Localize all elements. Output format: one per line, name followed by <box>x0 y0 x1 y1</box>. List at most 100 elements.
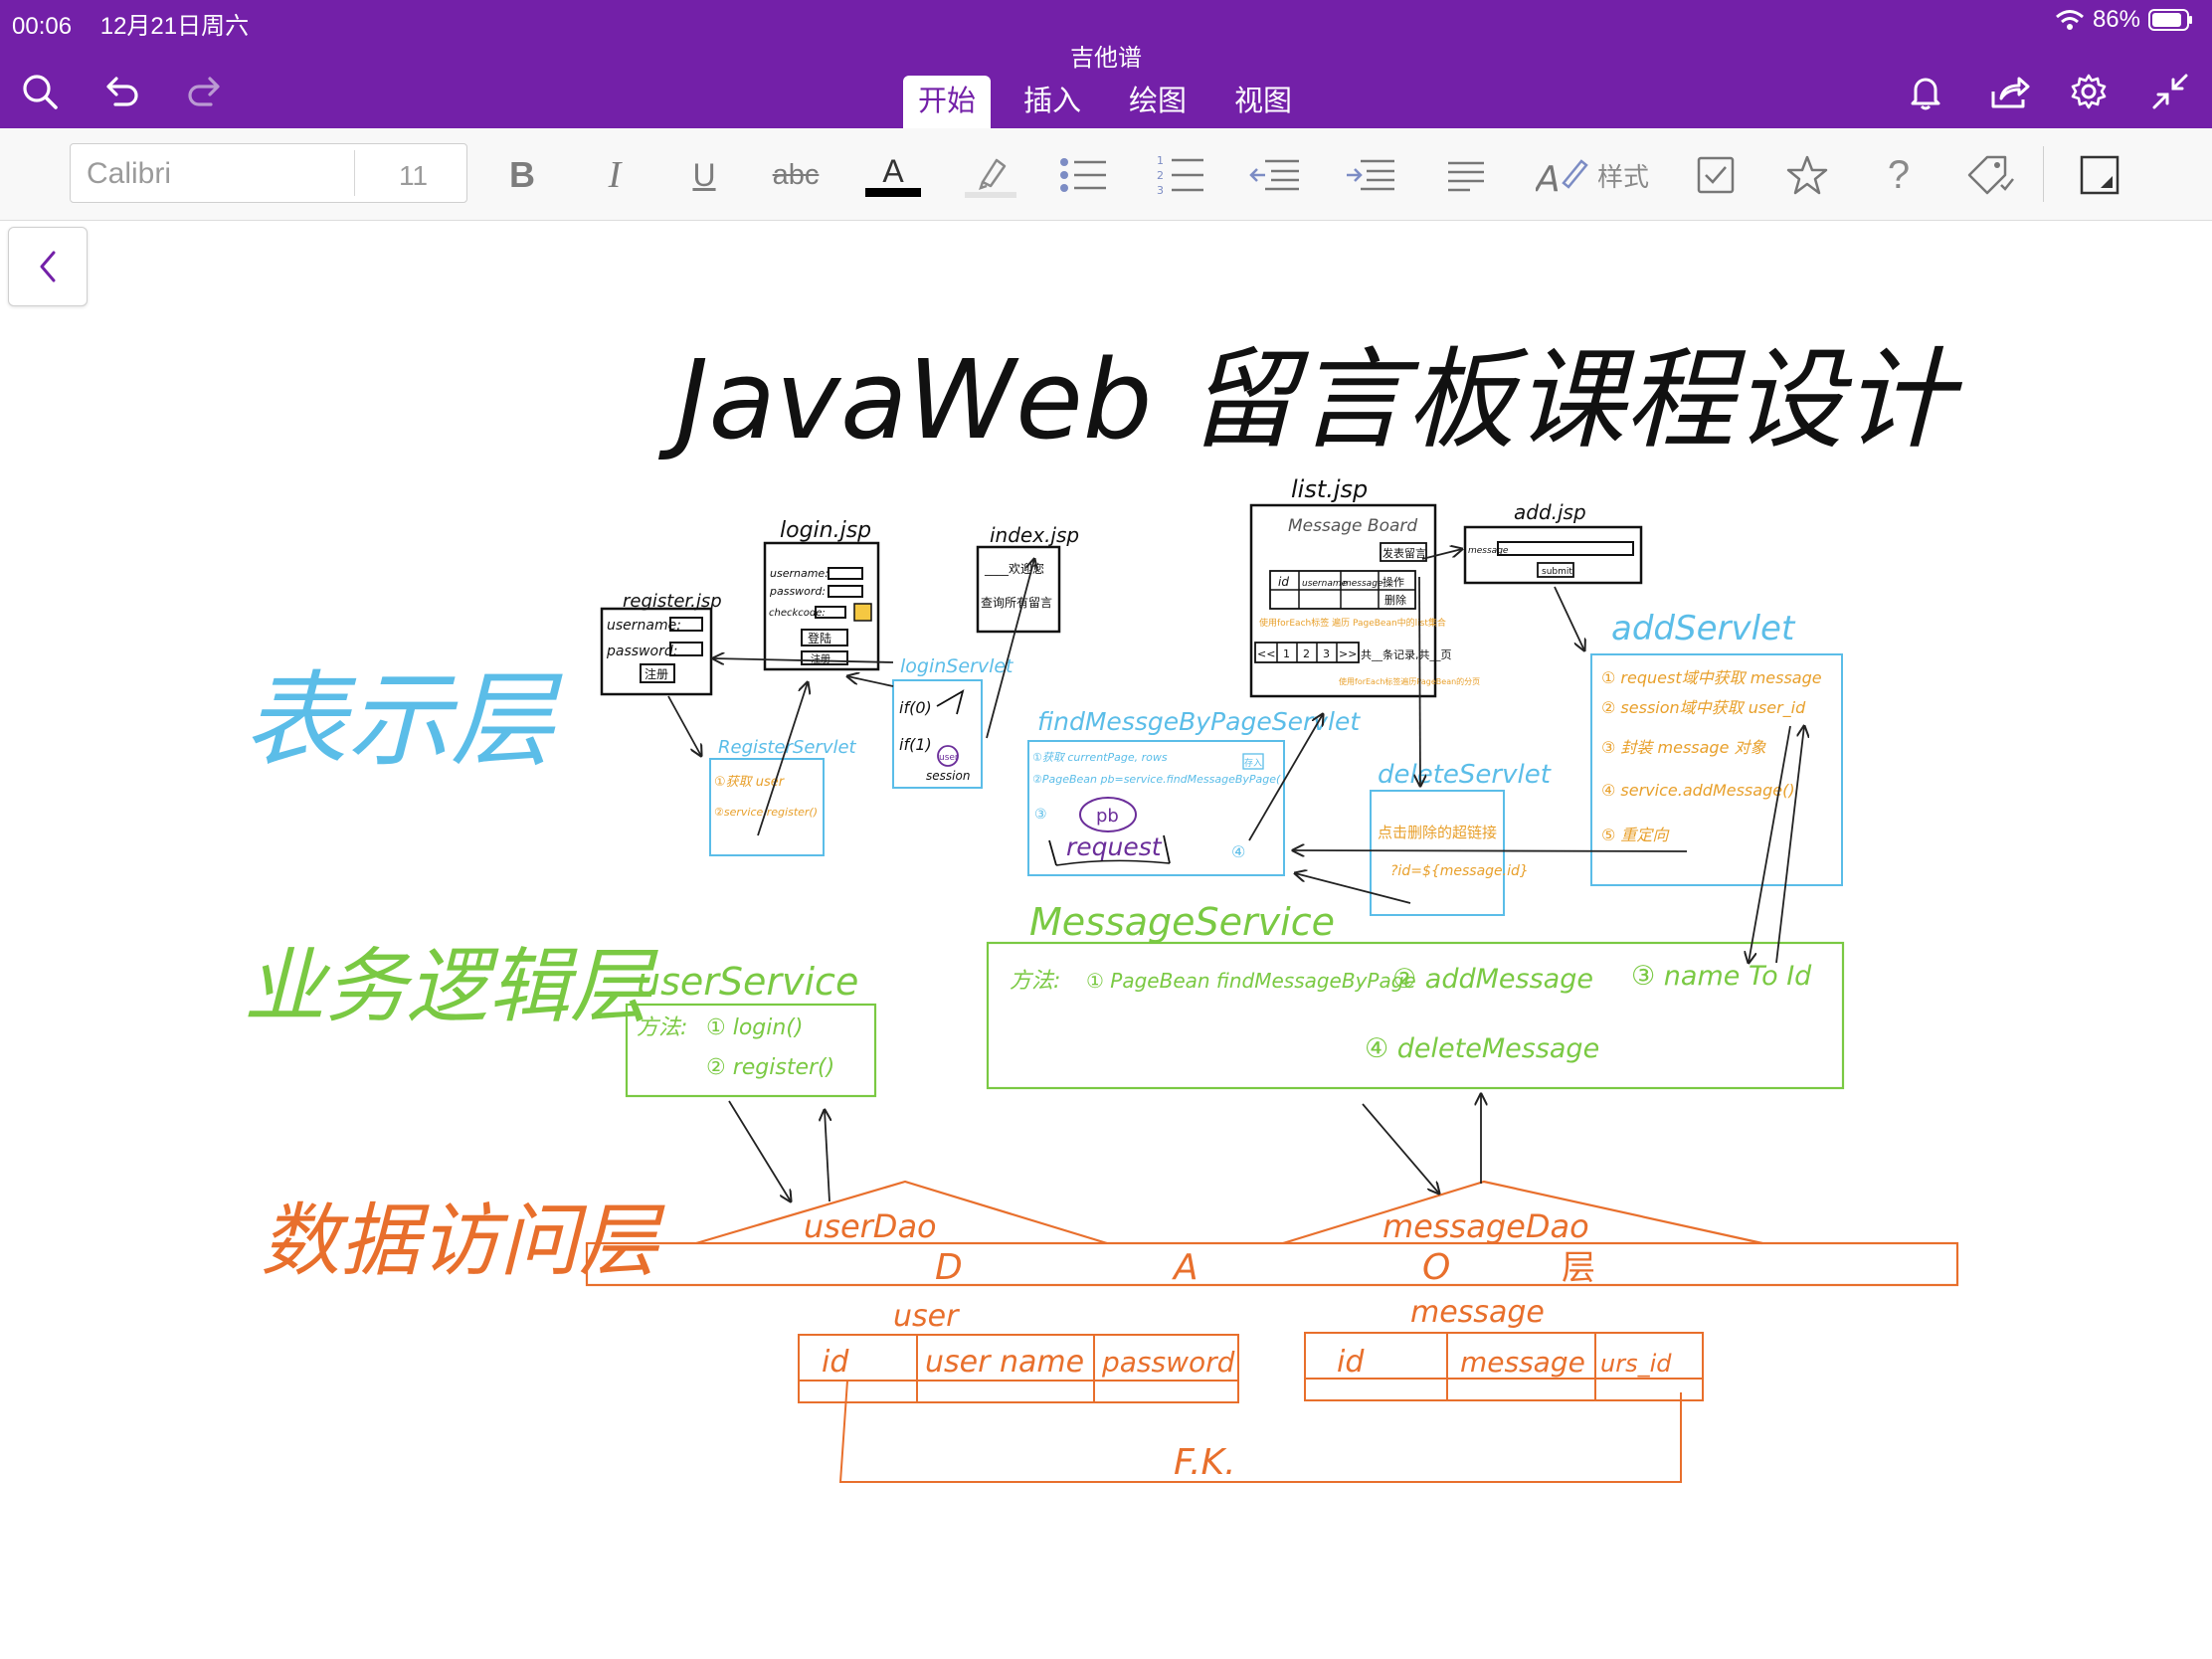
todo-checkbox-icon[interactable] <box>1691 150 1741 200</box>
back-button[interactable] <box>8 227 88 306</box>
chevron-left-icon <box>40 251 56 282</box>
redo-icon[interactable] <box>183 70 227 113</box>
underline-button[interactable]: U <box>692 156 716 193</box>
note-title: JavaWeb 留言板课程设计 <box>657 336 1963 463</box>
list-jsp: list.jsp Message Board 发表留言 id username … <box>1249 475 1480 698</box>
add-servlet-label: addServlet <box>1611 609 1796 648</box>
register-jsp-label: register.jsp <box>623 591 722 612</box>
find-servlet-step4: ④ <box>1231 842 1245 861</box>
login-password: password: <box>769 585 826 598</box>
gear-icon[interactable] <box>2067 70 2111 113</box>
add-servlet-step2: ② session域中获取 user_id <box>1601 698 1806 718</box>
dao-letter-d: D <box>935 1247 963 1288</box>
italic-button[interactable]: I <box>608 154 622 196</box>
ribbon-divider <box>2043 146 2044 202</box>
strikethrough-button[interactable]: abc <box>772 158 820 191</box>
tag-icon[interactable] <box>1961 150 2021 200</box>
question-tag-icon[interactable]: ? <box>1887 152 1911 197</box>
message-table: message id message urs_id <box>1304 1295 1704 1401</box>
page-color-icon[interactable] <box>2075 150 2124 200</box>
find-servlet-request: request <box>1066 832 1163 861</box>
register-username: username: <box>607 618 681 634</box>
search-icon[interactable] <box>18 70 62 113</box>
notebook-title: 吉他谱 <box>1070 44 1142 72</box>
delete-servlet-text2: ?id=${message.id} <box>1390 863 1529 879</box>
login-servlet-session: session <box>926 769 970 783</box>
login-checkcode: checkcode: <box>769 608 826 619</box>
list-board-title: Message Board <box>1288 516 1417 536</box>
add-servlet: addServlet ① request域中获取 message ② sessi… <box>1590 609 1843 886</box>
list-col-username: username <box>1302 579 1348 589</box>
list-foreach-note: 使用forEach标签 遍历 PageBean中的list集合 <box>1259 617 1446 629</box>
list-jsp-label: list.jsp <box>1291 475 1368 503</box>
dao-layer: userDao messageDao D A O 层 <box>585 1180 1959 1288</box>
font-color-button[interactable]: A <box>863 150 923 200</box>
indent-icon[interactable] <box>1341 150 1400 200</box>
undo-icon[interactable] <box>99 70 143 113</box>
svg-text:A: A <box>1536 159 1561 197</box>
login-button: 登陆 <box>808 631 831 645</box>
add-servlet-step4: ④ service.addMessage() <box>1601 781 1795 800</box>
login-servlet-label: loginServlet <box>900 655 1014 677</box>
note-canvas[interactable]: JavaWeb 留言板课程设计 表示层 业务逻辑层 数据访问层 register… <box>0 221 2212 1659</box>
bold-button[interactable]: B <box>509 154 535 195</box>
list-pager-note: 使用forEach标签遍历PageBean的分页 <box>1339 676 1480 686</box>
foreign-key-link: F.K. <box>838 1380 1682 1483</box>
fk-label: F.K. <box>1174 1442 1236 1483</box>
outdent-icon[interactable] <box>1245 150 1305 200</box>
bullet-list-icon[interactable] <box>1054 150 1114 200</box>
message-col-message: message <box>1460 1346 1585 1379</box>
align-icon[interactable] <box>1438 150 1494 200</box>
list-pager-3: 3 <box>1323 647 1330 660</box>
user-dao-label: userDao <box>804 1207 937 1245</box>
flow-arrows <box>667 549 1804 1201</box>
collapse-icon[interactable] <box>2148 70 2192 113</box>
delete-servlet-text1: 点击删除的超链接 <box>1378 824 1497 841</box>
star-icon[interactable] <box>1782 150 1832 200</box>
bell-icon[interactable] <box>1904 70 1947 113</box>
add-message-label: message <box>1468 546 1509 556</box>
delete-servlet: deleteServlet 点击删除的超链接 ?id=${message.id} <box>1370 760 1552 916</box>
font-size-field[interactable]: 11 <box>399 160 429 191</box>
battery-icon <box>2148 9 2192 31</box>
index-welcome: ____欢迎您 <box>984 561 1044 576</box>
login-servlet: loginServlet if(0) if(1) user session <box>892 655 1014 789</box>
tab-view[interactable]: 视图 <box>1233 84 1292 117</box>
list-pager-next: >> <box>1339 647 1357 660</box>
tab-draw[interactable]: 绘图 <box>1128 84 1187 117</box>
user-col-username: user name <box>925 1345 1084 1380</box>
share-icon[interactable] <box>1987 70 2031 113</box>
login-jsp: login.jsp username: password: checkcode:… <box>763 518 880 671</box>
styles-button[interactable]: A 样式 <box>1528 150 1657 200</box>
user-service-login: ① login() <box>706 1015 803 1040</box>
register-button: 注册 <box>645 666 668 681</box>
list-col-id: id <box>1278 575 1289 589</box>
index-jsp: index.jsp ____欢迎您 查询所有留言 <box>976 523 1079 634</box>
highlighter-icon[interactable] <box>961 150 1020 200</box>
message-service-methods-label: 方法: <box>1010 969 1060 994</box>
login-servlet-user: user <box>939 753 959 763</box>
list-delete-link: 删除 <box>1384 593 1406 607</box>
user-service-label: userService <box>637 960 858 1004</box>
user-service-register: ② register() <box>706 1055 834 1080</box>
find-servlet-step3: ③ <box>1034 807 1047 823</box>
status-bar-left: 00:06 12月21日周六 <box>12 6 271 41</box>
find-servlet-store: 存入 <box>1244 757 1262 769</box>
login-register-link: 注册 <box>811 652 830 665</box>
tab-insert[interactable]: 插入 <box>1022 84 1081 117</box>
list-pager-2: 2 <box>1303 647 1310 660</box>
login-username: username: <box>770 567 829 580</box>
message-col-user-id: urs_id <box>1600 1350 1672 1378</box>
dao-letter-a: A <box>1172 1247 1198 1288</box>
find-message-servlet: findMessgeByPageServlet ①获取 currentPage,… <box>1027 707 1361 876</box>
tab-home[interactable]: 开始 <box>903 76 991 128</box>
font-name-field[interactable]: Calibri <box>87 157 172 190</box>
svg-text:3: 3 <box>1157 184 1164 197</box>
status-time: 00:06 <box>12 13 73 40</box>
list-col-action: 操作 <box>1382 575 1404 589</box>
font-picker[interactable]: Calibri 11 <box>70 143 467 203</box>
dao-layer-suffix: 层 <box>1562 1248 1595 1288</box>
register-servlet-step1: ①获取 user <box>714 775 786 790</box>
